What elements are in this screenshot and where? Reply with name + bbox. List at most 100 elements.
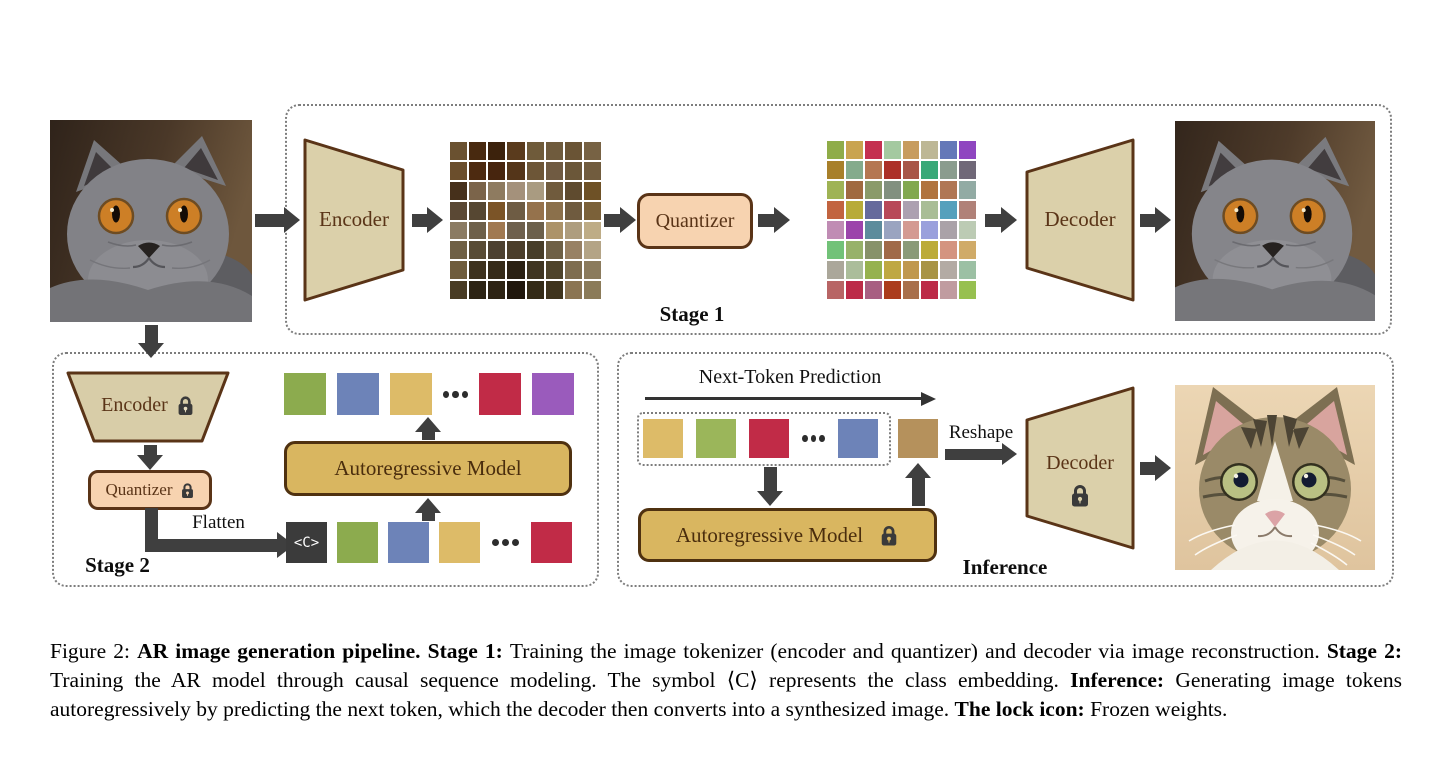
image-token: [643, 419, 683, 458]
grid-cell: [507, 142, 525, 160]
decoder-shape: [1025, 138, 1135, 302]
grid-cell: [583, 281, 601, 299]
grid-cell: [488, 201, 506, 220]
lock-icon: [181, 482, 193, 498]
grid-cell: [827, 261, 844, 279]
class-token: <C>: [286, 522, 327, 563]
inference-title: Inference: [962, 555, 1048, 579]
grid-cell: [845, 201, 863, 219]
grid-cell: [940, 281, 958, 299]
grid-cell: [883, 161, 901, 179]
grid-cell: [526, 181, 544, 200]
grid-cell: [450, 221, 468, 240]
frozen-ar-model-box: Autoregressive Model: [638, 508, 937, 562]
caption-bold-text: Inference:: [1070, 667, 1176, 692]
grid-cell: [864, 261, 882, 279]
grid-cell: [940, 261, 958, 279]
caption-text: Training the image tokenizer (encoder an…: [509, 638, 1327, 663]
quantizer-box: Quantizer: [637, 193, 753, 249]
frozen-decoder-shape: [1025, 386, 1135, 550]
grid-cell: [488, 142, 506, 160]
grid-cell: [883, 141, 901, 159]
grid-cell: [450, 181, 468, 200]
grid-cell: [583, 241, 601, 260]
grid-cell: [526, 161, 544, 180]
grid-cell: [526, 261, 544, 280]
caption-text: Training the AR model through causal seq…: [50, 667, 1071, 692]
grid-cell: [883, 201, 901, 219]
grid-cell: [488, 161, 506, 180]
caption-text: Frozen weights.: [1090, 696, 1228, 721]
grid-cell: [864, 241, 882, 259]
grid-cell: [864, 201, 882, 219]
lock-icon: [178, 396, 193, 415]
input-cat-image: [50, 120, 252, 322]
grid-cell: [864, 221, 882, 239]
grid-cell: [488, 281, 506, 299]
lock-icon: [881, 525, 897, 545]
grid-cell: [545, 161, 563, 180]
grid-cell: [940, 221, 958, 239]
grid-cell: [959, 161, 976, 179]
grid-cell: [921, 161, 939, 179]
grid-cell: [940, 241, 958, 259]
grid-cell: [564, 201, 582, 220]
grid-cell: [845, 161, 863, 179]
image-token: [838, 419, 878, 458]
grid-cell: [827, 201, 844, 219]
grid-cell: [526, 201, 544, 220]
caption-bold-text: The lock icon:: [954, 696, 1091, 721]
next-token-arrow-head: [921, 391, 936, 406]
predicted-token: [898, 419, 938, 458]
grid-cell: [583, 142, 601, 160]
decoder-label: Decoder: [1046, 452, 1114, 474]
ellipsis-dots: [443, 390, 468, 398]
grid-cell: [827, 181, 844, 199]
grid-cell: [545, 261, 563, 280]
flatten-arrow-horizontal: [145, 539, 277, 552]
grid-cell: [827, 281, 844, 299]
grid-cell: [545, 241, 563, 260]
grid-cell: [883, 221, 901, 239]
arrow-right-icon: [1140, 455, 1171, 481]
flatten-label: Flatten: [192, 512, 245, 533]
encoder-label: Encoder: [319, 207, 389, 231]
grid-cell: [921, 181, 939, 199]
image-token: [531, 522, 572, 563]
next-token-prediction-label: Next-Token Prediction: [698, 366, 882, 388]
grid-cell: [507, 201, 525, 220]
grid-cell: [488, 261, 506, 280]
stage2-input-token-row: <C>: [286, 522, 572, 563]
grid-cell: [902, 241, 920, 259]
image-token: [388, 522, 429, 563]
grid-cell: [940, 161, 958, 179]
grid-cell: [583, 201, 601, 220]
image-token: [390, 373, 432, 415]
encoder-label: Encoder: [101, 394, 168, 416]
grid-cell: [902, 181, 920, 199]
grid-cell: [921, 141, 939, 159]
stage2-panel: [52, 352, 599, 587]
grid-cell: [864, 161, 882, 179]
grid-cell: [921, 281, 939, 299]
grid-cell: [469, 201, 487, 220]
frozen-encoder-labelrow: Encoder: [66, 394, 230, 417]
grid-cell: [583, 161, 601, 180]
grid-cell: [450, 261, 468, 280]
grid-cell: [883, 241, 901, 259]
grid-cell: [469, 281, 487, 299]
grid-cell: [921, 201, 939, 219]
grid-cell: [507, 161, 525, 180]
inference-token-row: [643, 419, 878, 458]
grid-cell: [488, 221, 506, 240]
grid-cell: [545, 221, 563, 240]
grid-cell: [845, 281, 863, 299]
arrow-up-icon: [415, 417, 441, 440]
arrow-right-icon: [255, 207, 300, 233]
grid-cell: [921, 261, 939, 279]
grid-cell: [940, 201, 958, 219]
grid-cell: [845, 241, 863, 259]
grid-cell: [450, 201, 468, 220]
grid-cell: [469, 181, 487, 200]
